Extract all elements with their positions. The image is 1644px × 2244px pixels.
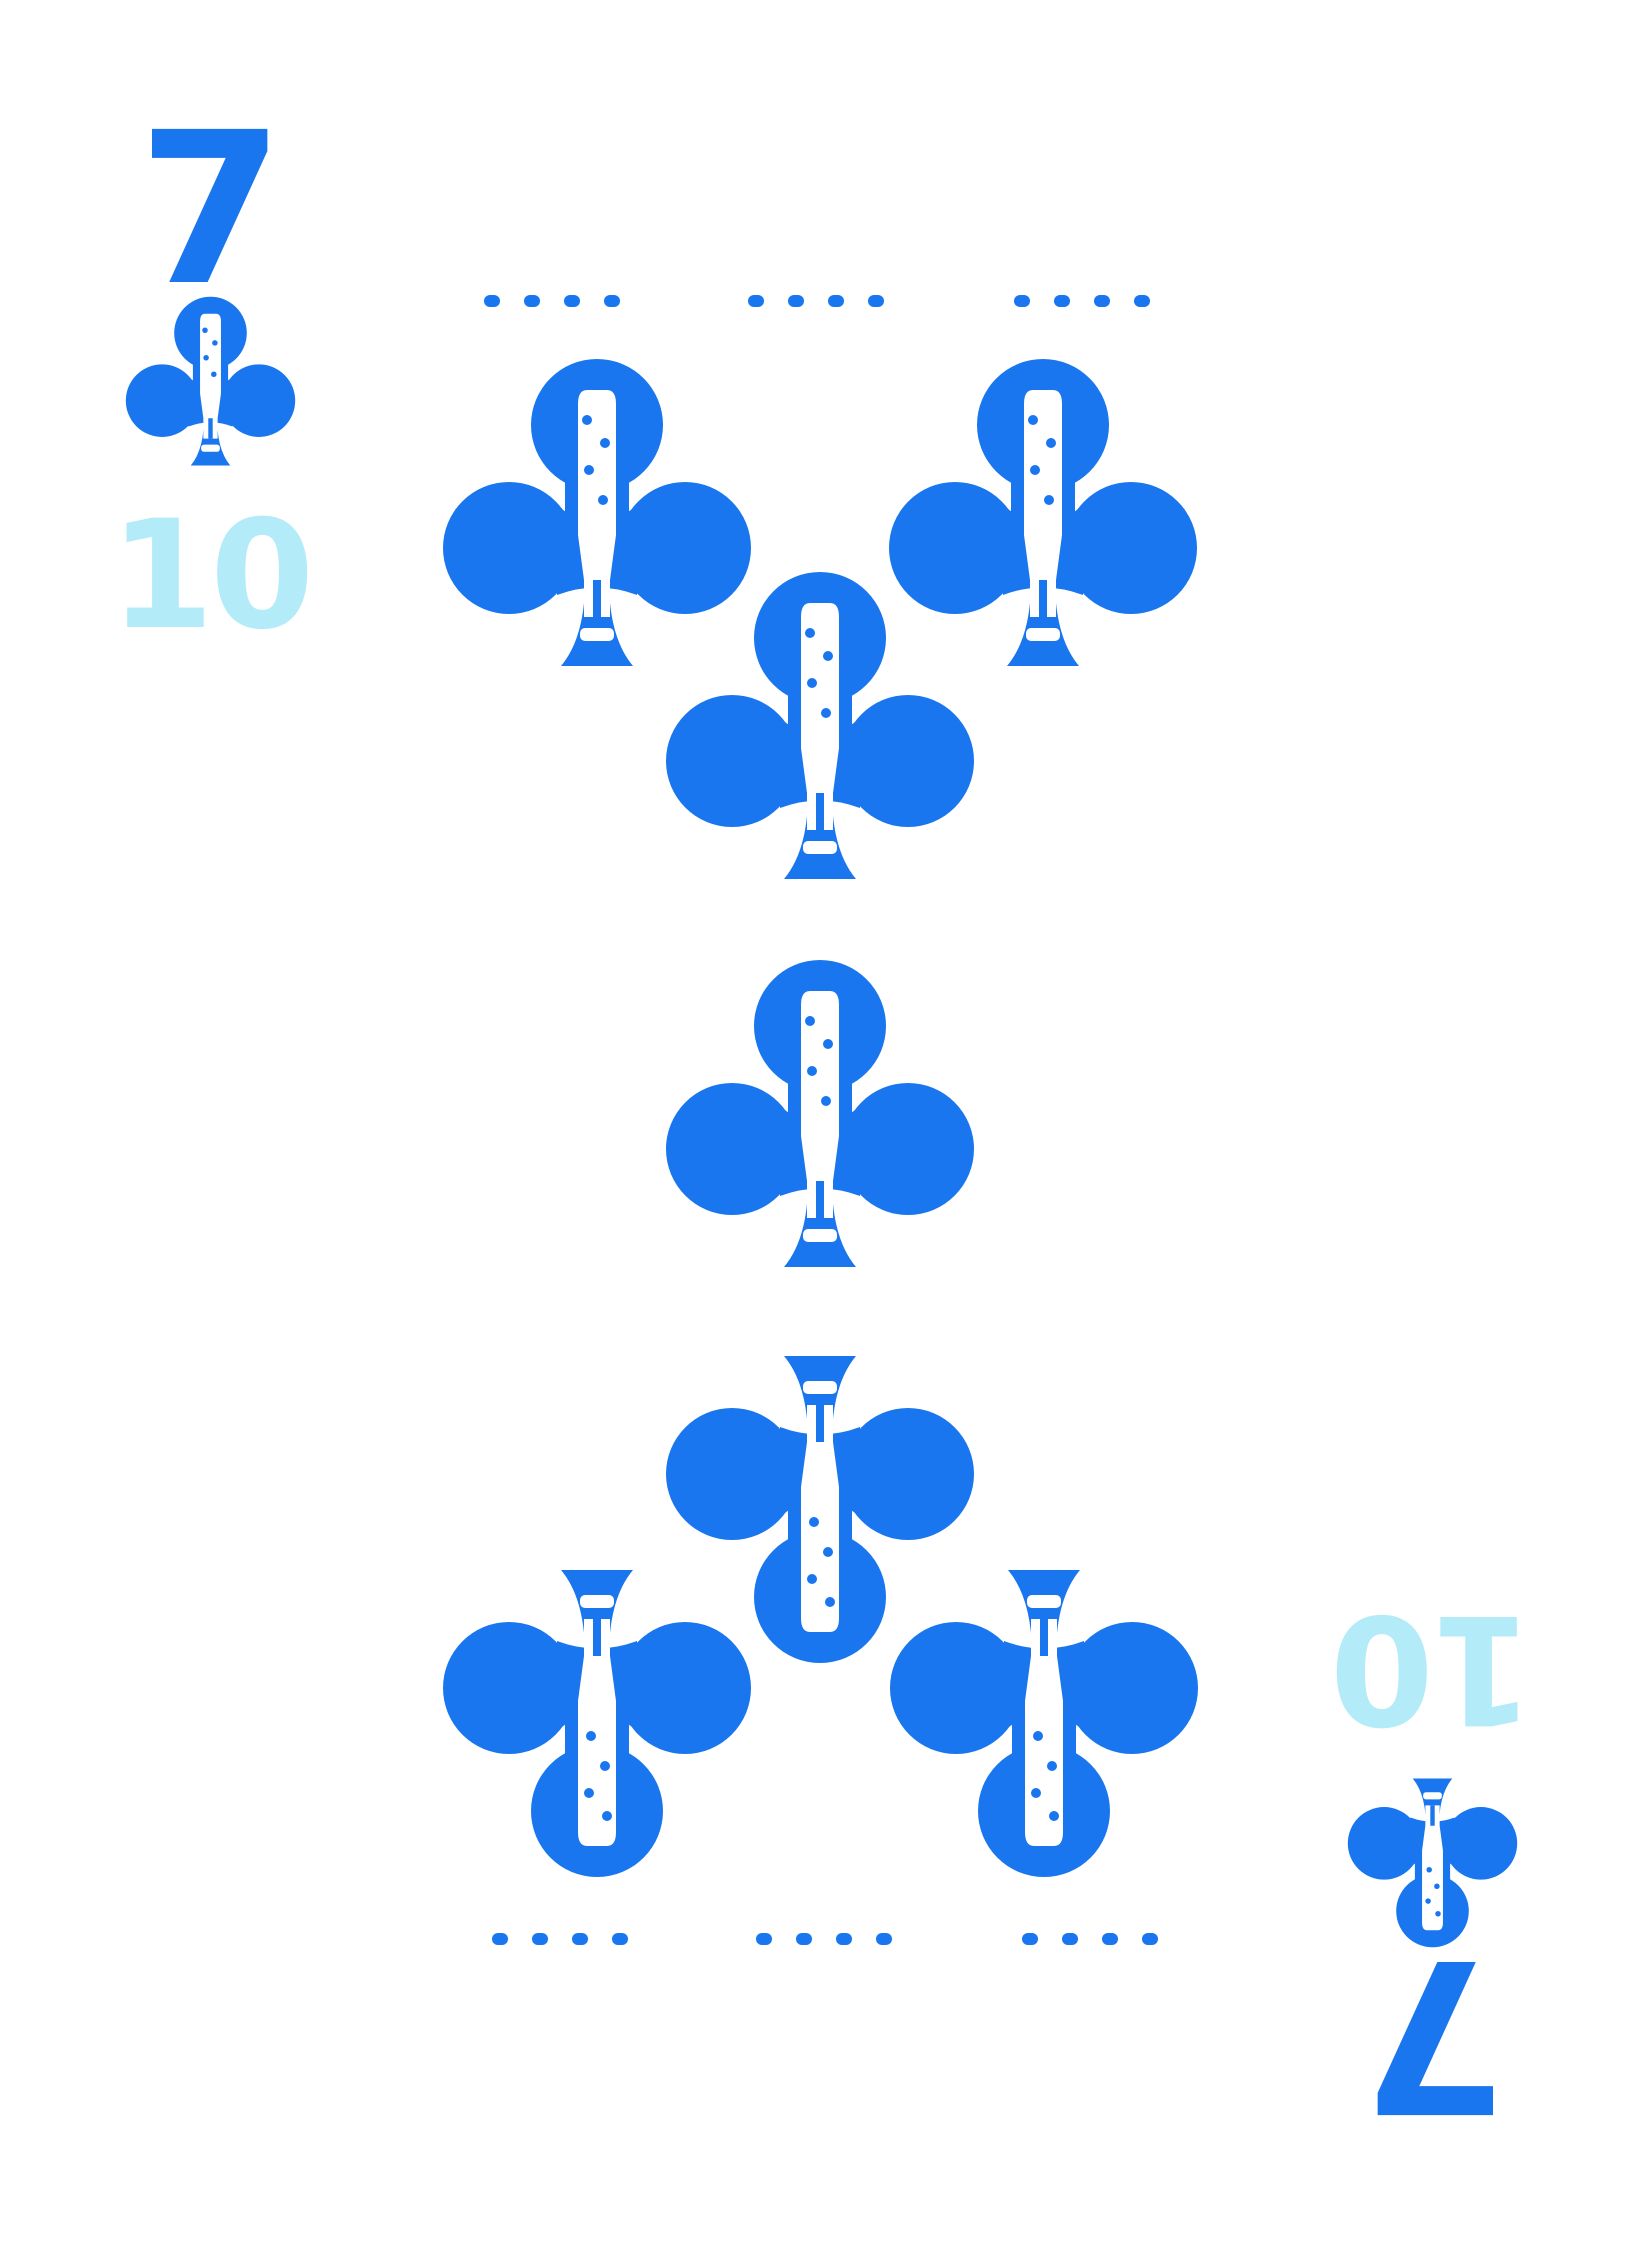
club-with-bottle-icon	[889, 359, 1197, 666]
decorative-dots-top	[484, 295, 1150, 307]
decorative-dots-bottom	[492, 1933, 1158, 1945]
secondary-label-top-left: 10	[110, 489, 311, 663]
club-with-bottle-icon	[666, 572, 974, 879]
club-with-bottle-icon	[666, 1356, 974, 1663]
club-with-bottle-icon	[443, 1570, 751, 1877]
bottom-right-index: 7 10	[1334, 1581, 1535, 2157]
secondary-label-bottom-right: 10	[1334, 1581, 1535, 1755]
rank-top-left: 7	[138, 87, 284, 332]
rank-bottom-right: 7	[1361, 1912, 1507, 2157]
club-with-bottle-icon	[890, 1570, 1198, 1877]
club-with-bottle-icon	[443, 359, 751, 666]
club-with-bottle-icon	[666, 960, 974, 1267]
